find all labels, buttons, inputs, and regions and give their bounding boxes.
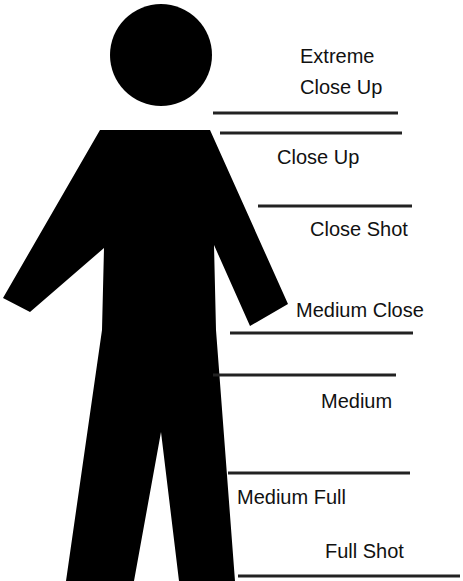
divider-line <box>258 205 412 208</box>
shot-label: Close Shot <box>310 214 408 245</box>
divider-line <box>213 112 398 115</box>
divider-line <box>228 472 410 475</box>
divider-line <box>238 575 460 578</box>
figure-body <box>3 130 288 581</box>
shot-label: Medium <box>321 386 392 417</box>
shot-label: Extreme Close Up <box>300 41 408 103</box>
divider-line <box>220 132 402 135</box>
shot-label: Medium Close <box>296 295 424 326</box>
shot-label: Full Shot <box>325 536 404 567</box>
divider-line <box>230 332 413 335</box>
shot-divider-lines <box>213 113 460 576</box>
shot-label: Close Up <box>277 142 359 173</box>
figure-head <box>110 4 212 106</box>
divider-line <box>213 374 396 377</box>
shot-label: Medium Full <box>237 482 346 513</box>
